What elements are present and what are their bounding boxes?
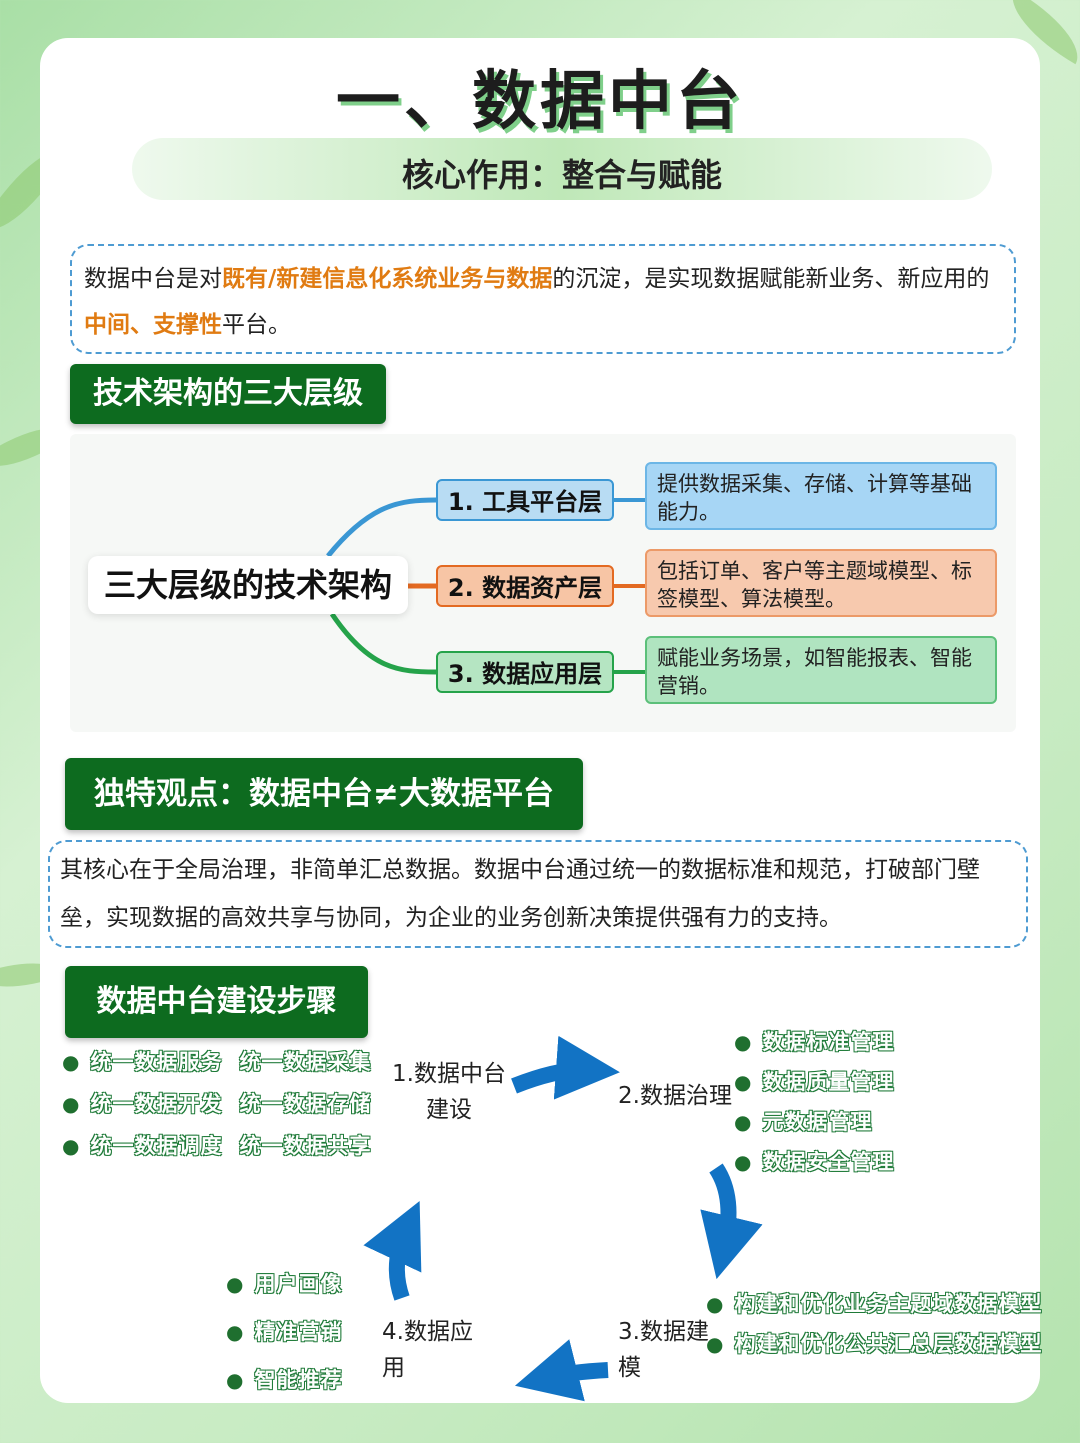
step-4-label: 4.数据应用 <box>382 1319 473 1381</box>
layer-asset: 2. 数据资产层 <box>436 565 614 607</box>
page-title: 一、数据中台 <box>336 65 744 139</box>
step-4-item: ●智能推荐 <box>226 1368 343 1392</box>
layer-app-desc: 赋能业务场景，如智能报表、智能营销。 <box>645 636 997 704</box>
arch-heading: 技术架构的三大层级 <box>70 364 386 424</box>
view-heading: 独特观点：数据中台≠大数据平台 <box>65 758 583 830</box>
connector-app <box>329 612 437 675</box>
step-1-item: 统一数据存储 <box>239 1092 372 1116</box>
intro-text: 平台。 <box>222 312 291 338</box>
step-3-label: 3.数据建模 <box>618 1319 709 1381</box>
cycle-arrow-icon <box>363 1201 422 1301</box>
step-1-item: ●统一数据调度 <box>62 1134 223 1158</box>
subtitle: 核心作用：整合与赋能 <box>401 156 722 194</box>
cycle-arrows <box>363 1035 763 1402</box>
step-2-item: ●元数据管理 <box>734 1110 873 1134</box>
step-1-item: 统一数据采集 <box>239 1050 372 1074</box>
step-2-item: ●数据质量管理 <box>734 1070 895 1094</box>
layer-app: 3. 数据应用层 <box>436 651 614 693</box>
layer-tool: 1. 工具平台层 <box>436 479 614 521</box>
cycle-arrow-icon <box>511 1035 620 1100</box>
content-card: 一、数据中台 核心作用：整合与赋能 数据中台是对既有/新建信息化系统业务与数据的… <box>40 38 1043 1403</box>
step-2-label: 2.数据治理 <box>618 1083 732 1109</box>
intro-text: 的沉淀，是实现数据赋能新业务、新应用的 <box>552 266 990 292</box>
intro-box: 数据中台是对既有/新建信息化系统业务与数据的沉淀，是实现数据赋能新业务、新应用的… <box>70 244 1016 354</box>
step-1-label: 1.数据中台建设 <box>392 1061 506 1123</box>
layer-tool-desc: 提供数据采集、存储、计算等基础能力。 <box>645 462 997 530</box>
mindmap-root: 三大层级的技术架构 <box>88 556 408 614</box>
step-3-list: ●构建和优化业务主题域数据模型 ●构建和优化公共汇总层数据模型 <box>706 1288 1043 1368</box>
intro-highlight: 既有/新建信息化系统业务与数据 <box>222 266 553 292</box>
layer-asset-desc: 包括订单、客户等主题域模型、标签模型、算法模型。 <box>645 549 997 617</box>
step-4-item: ●精准营销 <box>226 1320 343 1344</box>
step-1-item: ●统一数据服务 <box>62 1050 223 1074</box>
step-3-item: ●构建和优化公共汇总层数据模型 <box>706 1332 1043 1356</box>
step-2-item: ●数据安全管理 <box>734 1150 895 1174</box>
intro-highlight: 中间、支撑性 <box>84 312 222 338</box>
intro-text: 数据中台是对 <box>84 266 222 292</box>
step-2-item: ●数据标准管理 <box>734 1030 895 1054</box>
step-1-item: ●统一数据开发 <box>62 1092 223 1116</box>
step-1-list: ●统一数据服务 统一数据采集 ●统一数据开发 统一数据存储 ●统一数据调度 统一… <box>62 1046 392 1172</box>
cycle-arrow-icon <box>514 1339 609 1402</box>
subtitle-bar <box>132 138 992 200</box>
mindmap-connectors <box>326 497 645 675</box>
connector-tool <box>326 497 437 558</box>
view-text: 其核心在于全局治理，非简单汇总数据。数据中台通过统一的数据标准和规范，打破部门壁… <box>48 840 1028 948</box>
step-2-list: ●数据标准管理 ●数据质量管理 ●元数据管理 ●数据安全管理 <box>734 1026 964 1186</box>
step-4-item: ●用户画像 <box>226 1272 343 1296</box>
step-3-item: ●构建和优化业务主题域数据模型 <box>706 1292 1043 1316</box>
architecture-mindmap: 三大层级的技术架构 1. 工具平台层 提供数据采集、存储、计算等基础能力。 2.… <box>70 434 1016 732</box>
step-4-list: ●用户画像 ●精准营销 ●智能推荐 <box>226 1268 376 1412</box>
cycle-arrow-icon <box>700 1163 763 1280</box>
step-1-item: 统一数据共享 <box>239 1134 372 1158</box>
steps-heading: 数据中台建设步骤 <box>65 966 368 1038</box>
